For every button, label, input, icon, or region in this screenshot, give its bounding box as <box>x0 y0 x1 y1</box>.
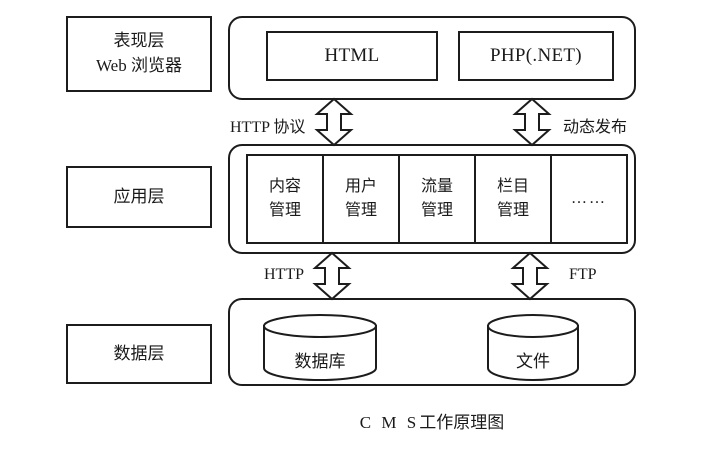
arrow-dynamic-publish <box>510 97 554 147</box>
tech-box-php-label: PHP(.NET) <box>490 45 582 66</box>
double-arrow-vertical-icon <box>312 251 352 301</box>
module-column-line1: 栏目 <box>496 178 529 195</box>
layer-label-presentation-line1: 表现层 <box>113 31 165 51</box>
module-traffic-line1: 流量 <box>420 178 453 195</box>
module-column-line2: 管理 <box>496 202 529 219</box>
double-arrow-vertical-icon <box>314 97 354 147</box>
arrow-ftp <box>508 251 552 301</box>
layer-label-data-line1: 数据层 <box>113 343 165 363</box>
module-user-line2: 管理 <box>344 202 377 219</box>
cylinder-files-shape <box>487 314 579 381</box>
module-user-line1: 用户 <box>344 178 377 195</box>
arrow-http-protocol <box>312 97 356 147</box>
cylinder-database[interactable]: 数据库 <box>262 314 378 381</box>
figure-caption: C M S工作原理图 <box>228 408 636 433</box>
module-traffic-line2: 管理 <box>420 202 453 219</box>
module-more-ellipsis: …… <box>571 190 607 207</box>
figure-caption-code: C M S <box>359 413 420 432</box>
tech-box-html[interactable]: HTML <box>266 31 438 81</box>
layer-label-application-line1: 应用层 <box>113 186 165 206</box>
connector-label-ftp: FTP <box>569 266 597 283</box>
layer-label-application: 应用层 <box>66 166 212 228</box>
double-arrow-vertical-icon <box>510 251 550 301</box>
connector-label-dynamic-publish: 动态发布 <box>563 119 628 136</box>
module-content-line2: 管理 <box>268 202 301 219</box>
module-cell-more: …… <box>552 156 626 242</box>
connector-label-http-protocol: HTTP 协议 <box>230 119 306 136</box>
cylinder-database-label: 数据库 <box>294 352 346 371</box>
layer-label-data: 数据层 <box>66 324 212 384</box>
module-strip: 内容 管理 用户 管理 流量 管理 栏目 管理 …… <box>246 154 628 244</box>
layer-label-presentation: 表现层 Web 浏览器 <box>66 16 212 92</box>
double-arrow-vertical-icon <box>512 97 552 147</box>
module-content-line1: 内容 <box>268 178 301 195</box>
cylinder-files-label: 文件 <box>516 352 550 371</box>
layer-label-presentation-line2: Web 浏览器 <box>96 56 182 75</box>
module-cell-column[interactable]: 栏目 管理 <box>476 156 552 242</box>
module-cell-traffic[interactable]: 流量 管理 <box>400 156 476 242</box>
tech-box-html-label: HTML <box>324 45 380 66</box>
figure-caption-text: 工作原理图 <box>419 413 505 432</box>
cylinder-database-shape <box>263 314 377 381</box>
cylinder-files[interactable]: 文件 <box>486 314 580 381</box>
tech-box-php[interactable]: PHP(.NET) <box>458 31 614 81</box>
connector-label-http: HTTP <box>264 266 304 283</box>
module-cell-content[interactable]: 内容 管理 <box>248 156 324 242</box>
arrow-http <box>310 251 354 301</box>
module-cell-user[interactable]: 用户 管理 <box>324 156 400 242</box>
